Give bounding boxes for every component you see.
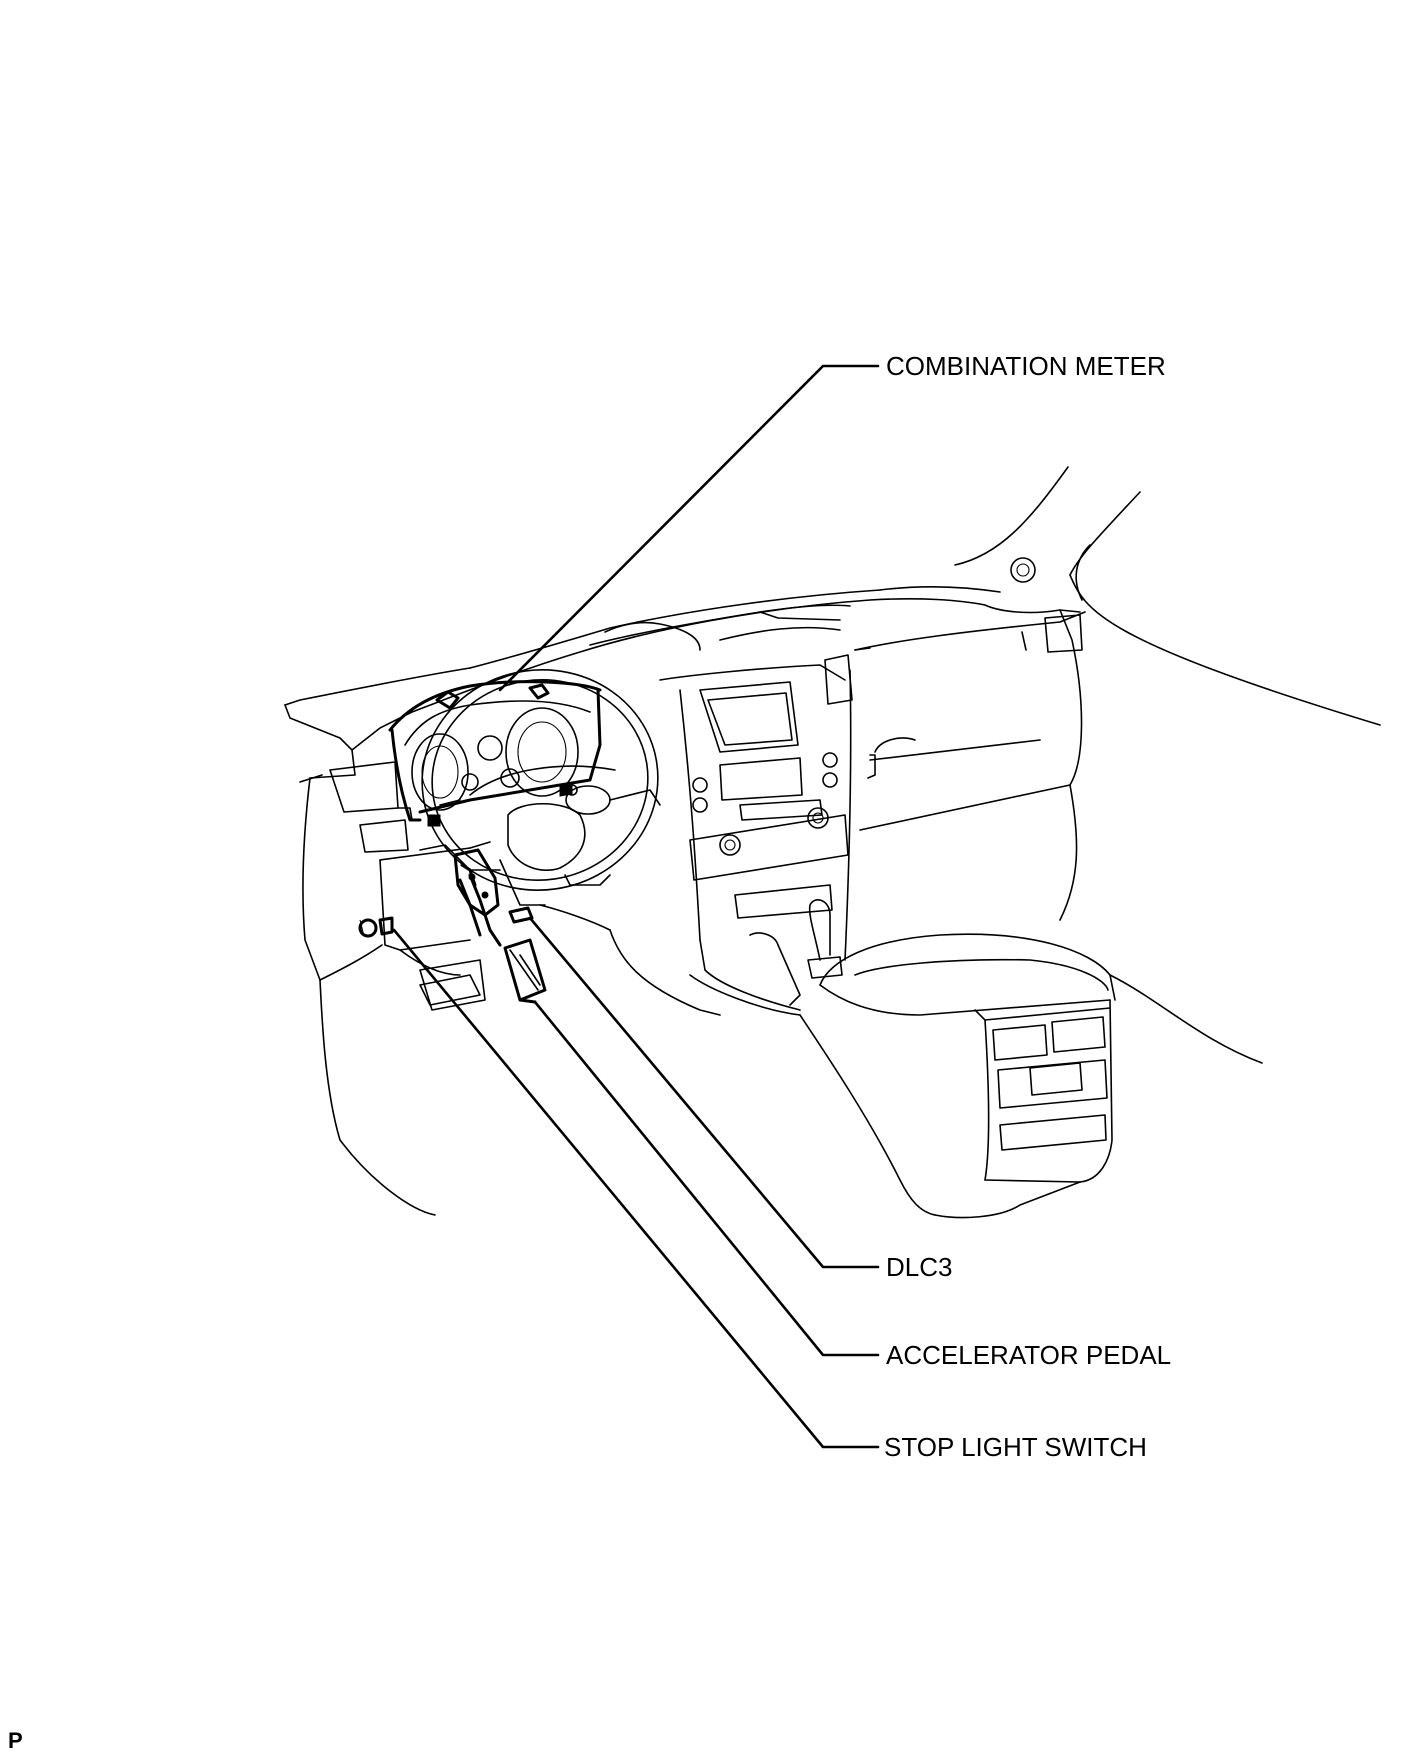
label-combination-meter: COMBINATION METER <box>886 351 1166 381</box>
leader-lines <box>392 364 880 1449</box>
leader-dlc3 <box>528 916 880 1269</box>
combination-meter <box>388 680 602 827</box>
steering-wheel <box>419 669 661 906</box>
pedals <box>358 848 547 1011</box>
label-dlc3: DLC3 <box>886 1252 953 1282</box>
dashboard-outline <box>284 586 1081 1216</box>
leader-combination-meter <box>498 364 880 692</box>
center-console <box>799 933 1263 1219</box>
passenger-dash <box>854 609 1086 921</box>
label-accelerator-pedal: ACCELERATOR PEDAL <box>886 1340 1172 1370</box>
leader-stop-light-switch <box>392 928 880 1449</box>
corner-mark: P <box>8 1728 23 1753</box>
windshield-frame <box>954 466 1381 726</box>
center-stack <box>659 647 876 1016</box>
label-stop-light-switch: STOP LIGHT SWITCH <box>884 1432 1147 1462</box>
leader-accelerator-pedal <box>533 1000 880 1357</box>
